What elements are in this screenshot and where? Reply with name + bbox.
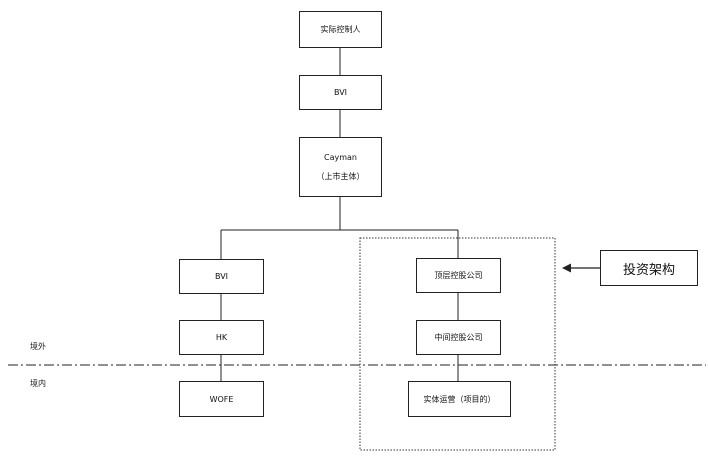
node-mid-holding-label: 中间控股公司 [434,333,483,342]
annotation-arrow-head [562,263,571,273]
node-hk-label: HK [215,333,228,342]
node-actual-controller: 实际控制人 [299,11,382,48]
node-operating-entity-label: 实体运营（项目的） [423,394,496,404]
investment-structure-callout-label: 投资架构 [622,262,675,278]
node-bvi-top: BVI [299,75,382,110]
offshore-label: 境外 [30,342,46,351]
node-hk: HK [179,320,264,355]
node-actual-controller-label: 实际控制人 [320,25,361,34]
onshore-label: 境内 [30,379,46,388]
node-top-holding-label: 顶层控股公司 [434,271,483,280]
node-top-holding: 顶层控股公司 [416,258,501,293]
node-bvi-left: BVI [179,259,264,294]
node-bvi-left-label: BVI [214,272,229,281]
node-operating-entity: 实体运营（项目的） [408,381,511,417]
node-wofe: WOFE [179,381,264,417]
node-mid-holding: 中间控股公司 [416,320,501,355]
node-cayman-label: Cayman [324,153,357,162]
node-cayman-sublabel: （上市主体） [316,172,365,181]
node-wofe-label: WOFE [209,394,234,404]
node-cayman: Cayman （上市主体） [299,137,382,197]
investment-structure-boundary [359,237,556,451]
investment-structure-callout: 投资架构 [600,250,698,286]
node-bvi-top-label: BVI [333,88,348,97]
